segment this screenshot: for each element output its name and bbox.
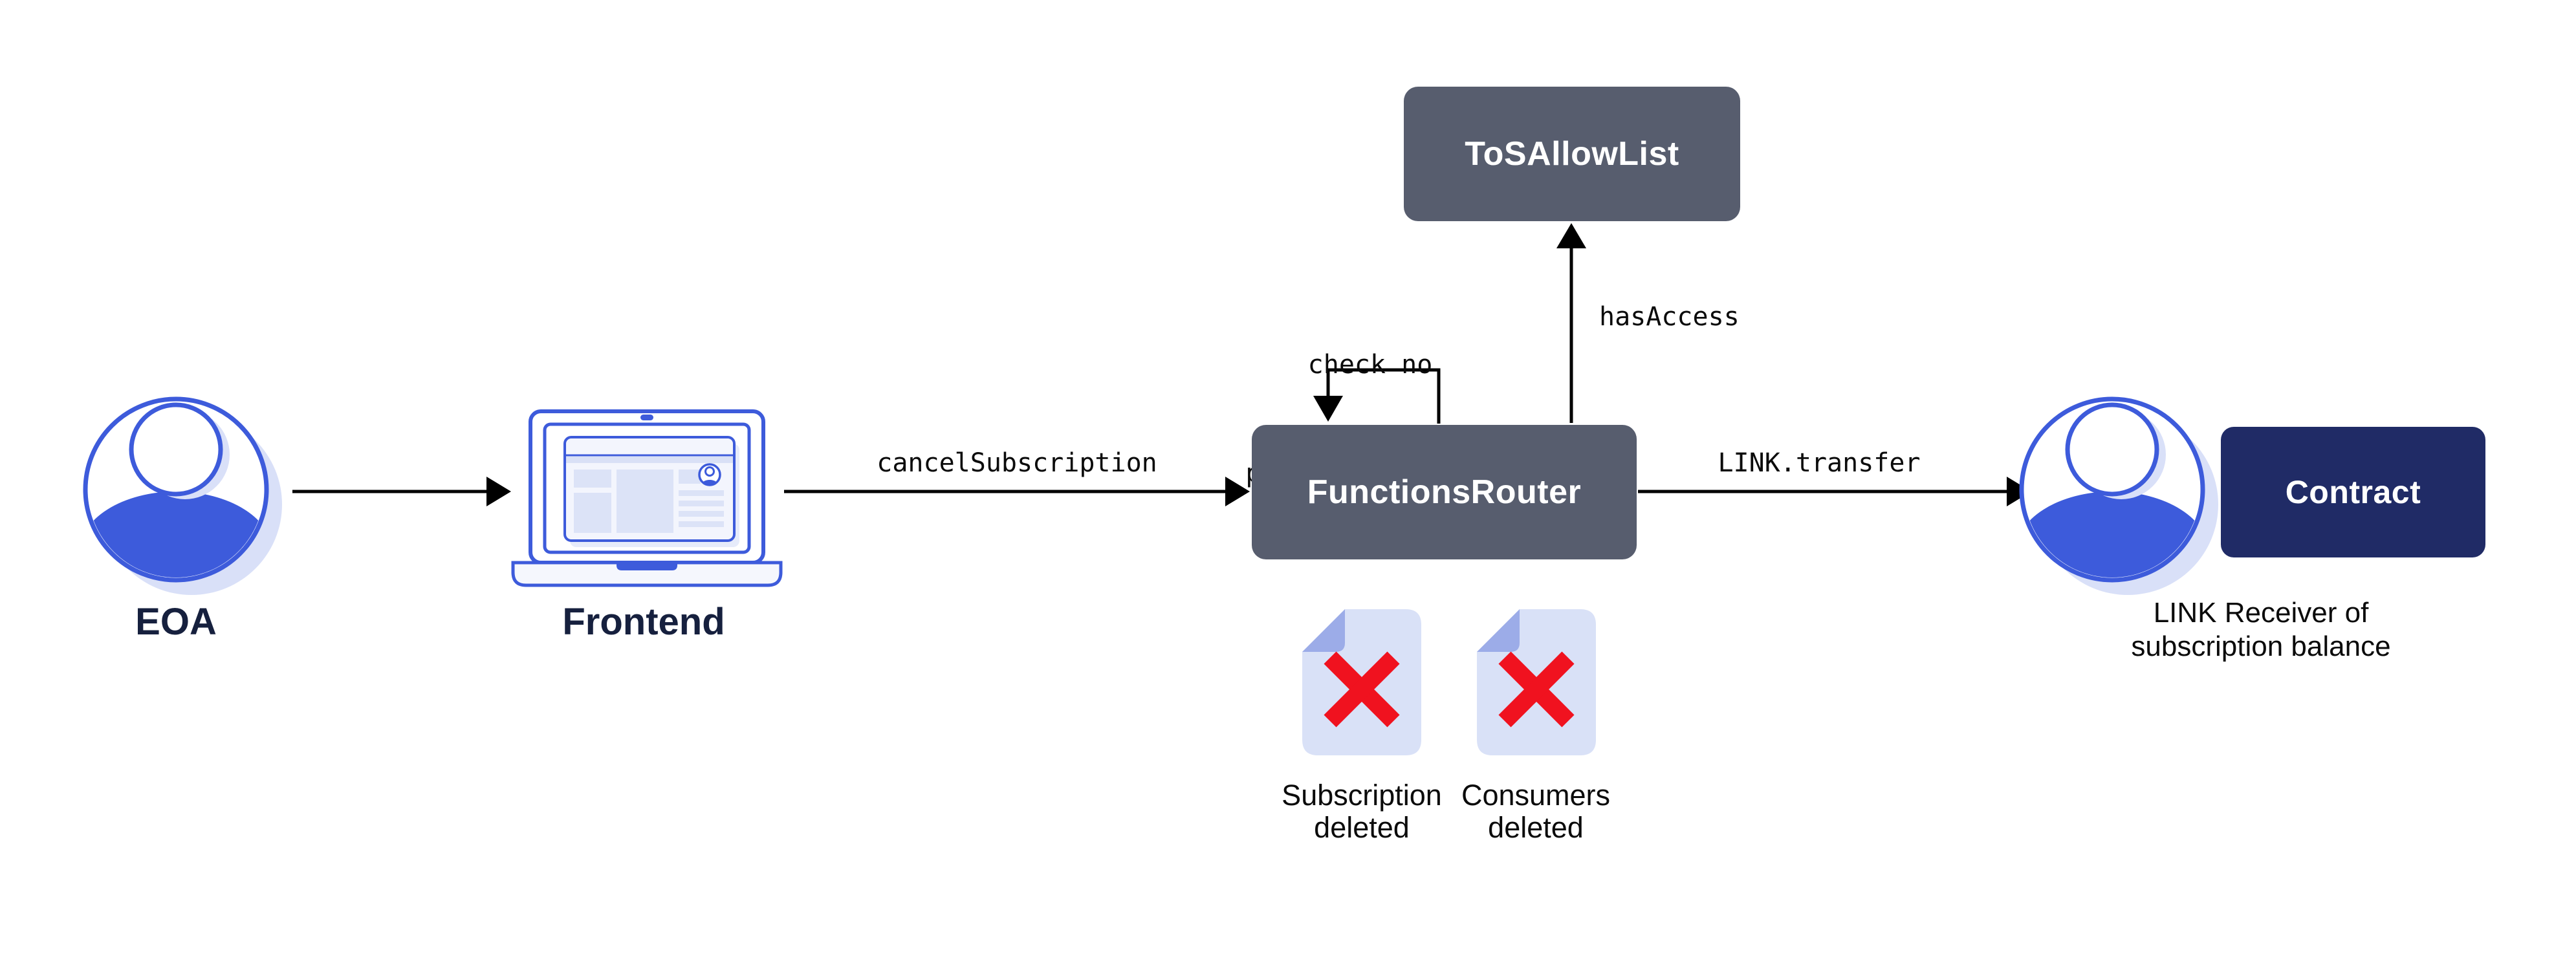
consumers-deleted-line1: Consumers [1461, 779, 1611, 812]
functions-router-label: FunctionsRouter [1307, 473, 1582, 511]
subscription-deleted-label: Subscription deleted [1282, 779, 1442, 844]
contract-label: Contract [2285, 474, 2421, 510]
node-functions-router: FunctionsRouter [1252, 425, 1637, 559]
tos-allow-list-label: ToSAllowList [1465, 135, 1679, 173]
edge-label-check-no-pending-line1: check no [1307, 350, 1433, 380]
consumers-deleted-doc-icon [1477, 609, 1596, 755]
browser-avatar-icon [698, 463, 721, 486]
consumers-deleted-line2: deleted [1488, 811, 1584, 844]
node-contract: Contract [2221, 427, 2485, 557]
edge-label-has-access: hasAccess [1599, 302, 1740, 332]
link-receiver-caption: LINK Receiver of subscription balance [2131, 596, 2390, 664]
arrow-router-to-tosallowlist [1556, 223, 1586, 423]
link-receiver-person-icon [2019, 396, 2218, 595]
link-receiver-caption-line2: subscription balance [2131, 631, 2391, 662]
consumers-deleted-label: Consumers deleted [1461, 779, 1610, 844]
node-tos-allow-list: ToSAllowList [1404, 87, 1740, 221]
link-receiver-caption-line1: LINK Receiver of [2153, 597, 2369, 629]
frontend-laptop-icon [511, 409, 783, 587]
frontend-label: Frontend [562, 601, 725, 643]
arrow-eoa-to-frontend [292, 477, 511, 506]
delete-x-icon [1324, 651, 1400, 728]
eoa-label: EOA [135, 601, 217, 643]
eoa-person-icon [83, 396, 282, 595]
delete-x-icon [1498, 651, 1575, 728]
edge-label-cancel-subscription: cancelSubscription [877, 448, 1157, 478]
edge-label-link-transfer: LINK.transfer [1718, 448, 1921, 478]
subscription-deleted-line1: Subscription [1282, 779, 1442, 812]
subscription-deleted-line2: deleted [1314, 811, 1410, 844]
subscription-deleted-doc-icon [1302, 609, 1421, 755]
